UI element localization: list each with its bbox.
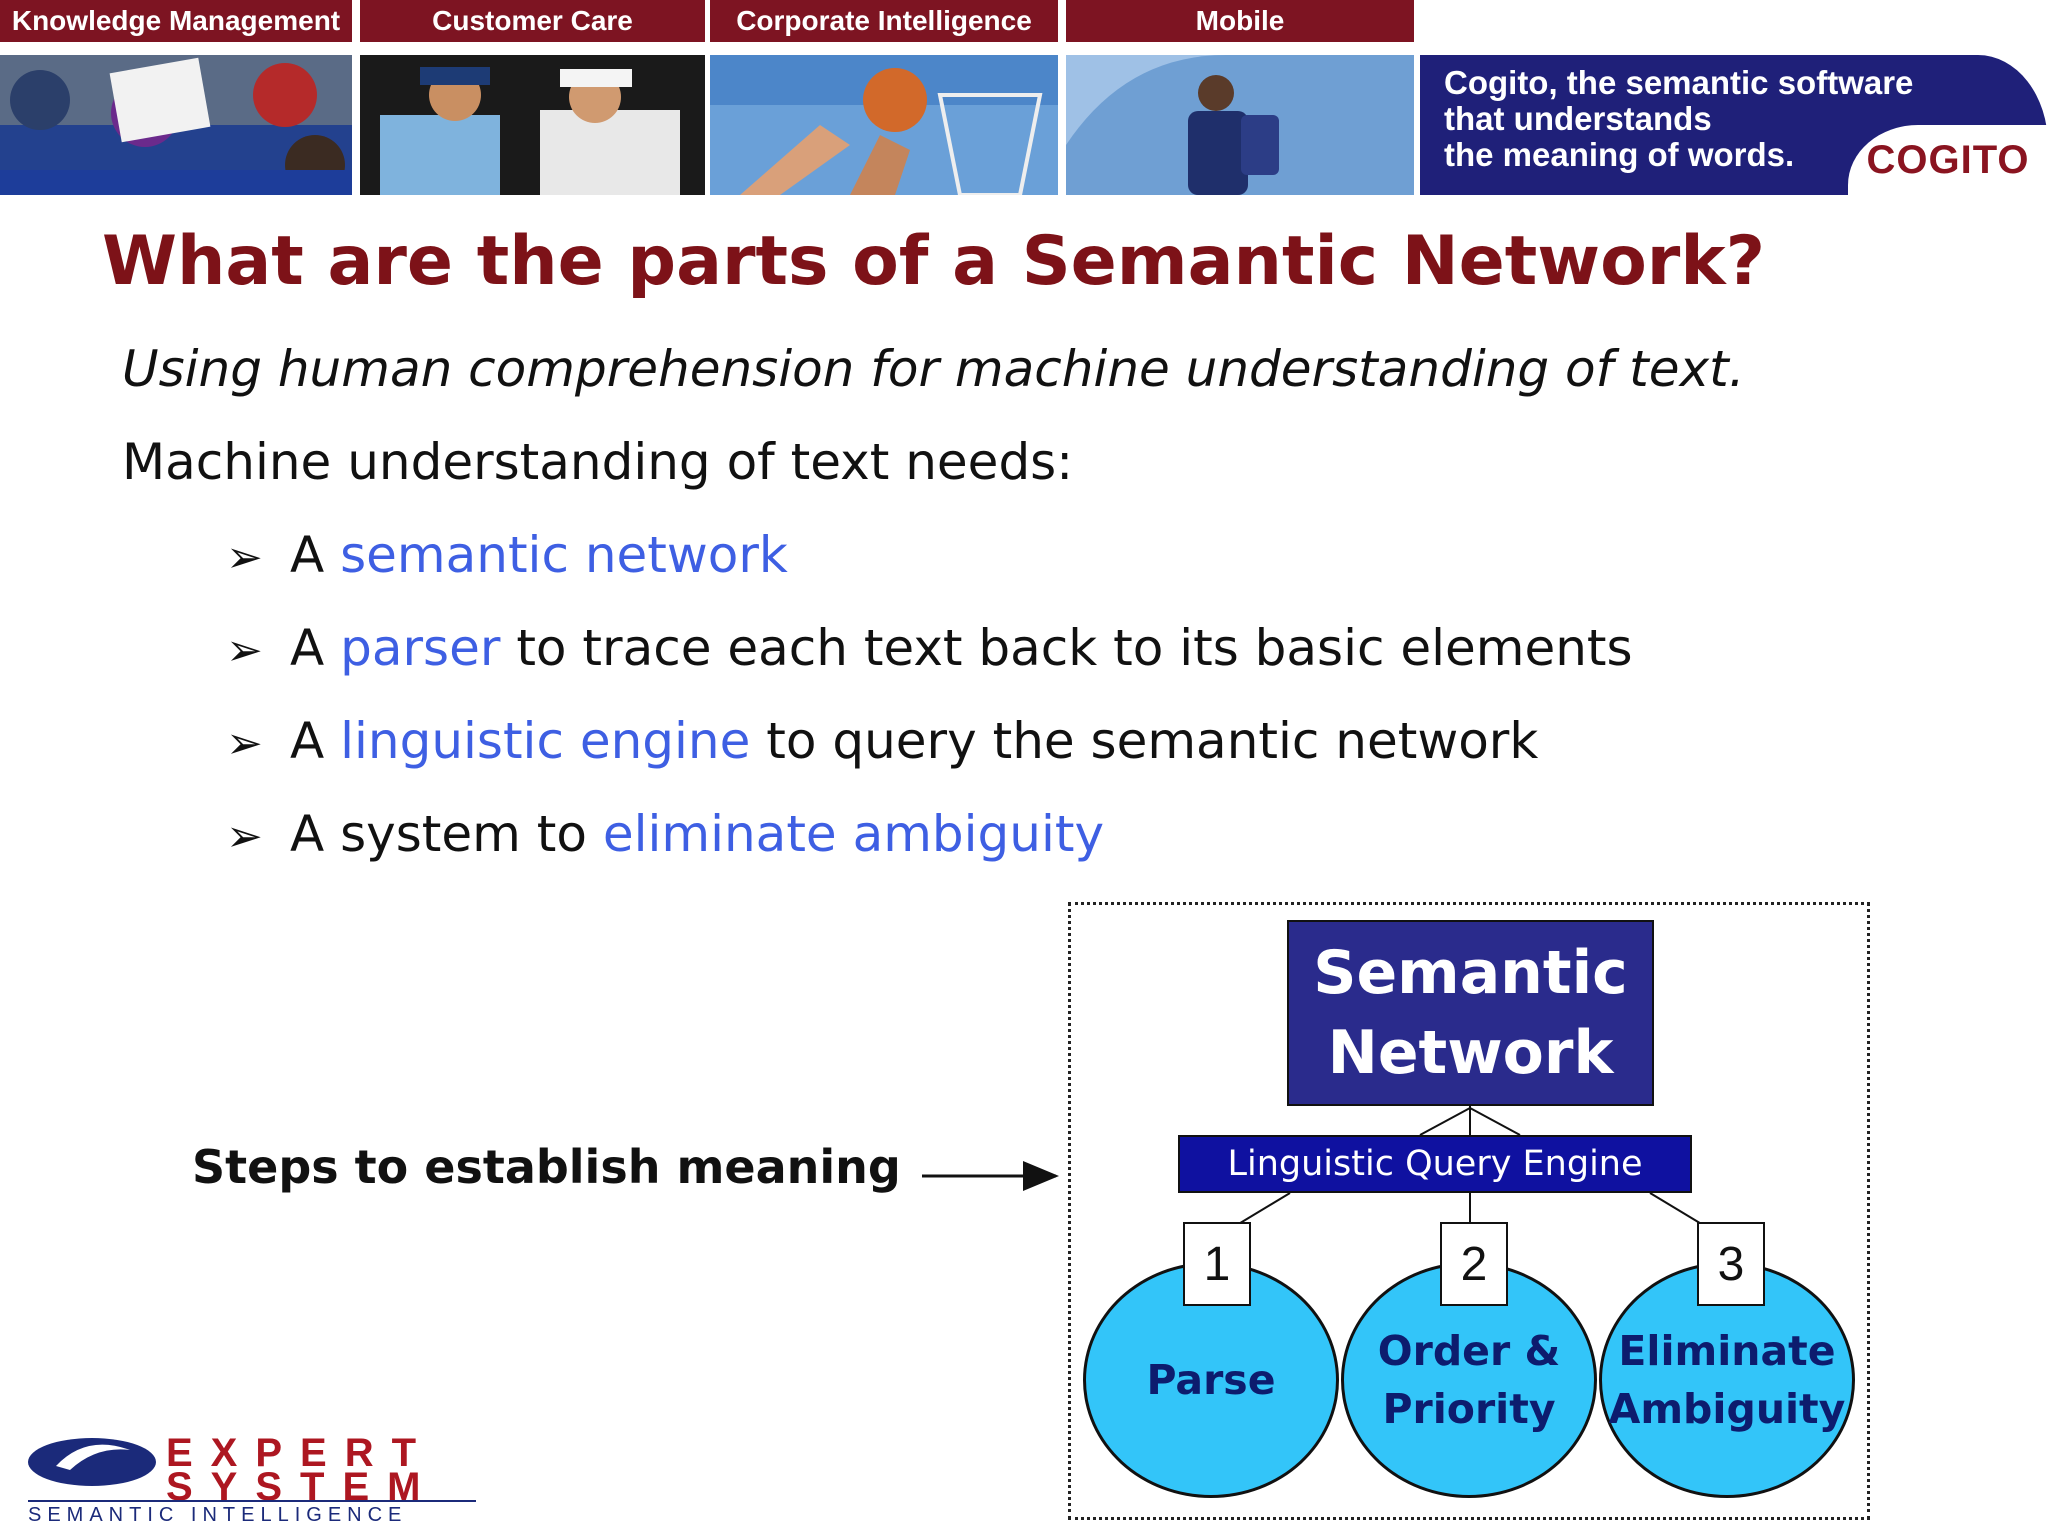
arrow-bullet-icon: ➢	[226, 532, 263, 583]
semantic-network-box: Semantic Network	[1287, 920, 1654, 1106]
slide-title: What are the parts of a Semantic Network…	[102, 222, 1766, 301]
bullet-item: ➢A semantic network	[226, 526, 788, 584]
steps-label: Steps to establish meaning	[192, 1140, 901, 1194]
tab-label: Knowledge Management	[11, 5, 341, 36]
logo-divider	[28, 1500, 476, 1502]
swoosh-icon	[28, 1438, 156, 1486]
expert-system-logo: EXPERT SYSTEM SEMANTIC INTELLIGENCE	[26, 1428, 476, 1528]
diagram-frame	[1068, 902, 1870, 1520]
intro-text: Machine understanding of text needs:	[122, 433, 1074, 491]
tab-corporate-intelligence[interactable]: Corporate Intelligence	[710, 0, 1058, 42]
arrow-bullet-icon: ➢	[226, 811, 263, 862]
bullet-item: ➢A linguistic engine to query the semant…	[226, 712, 1539, 770]
tagline: Cogito, the semantic software that under…	[1444, 64, 1914, 173]
football-photo	[0, 55, 352, 195]
tagline-banner: Cogito, the semantic software that under…	[1420, 55, 2048, 195]
brand-logo-text: COGITO	[1866, 137, 2030, 182]
step-number: 2	[1440, 1222, 1508, 1306]
slide-subtitle: Using human comprehension for machine un…	[122, 340, 1745, 398]
logo-subtitle: SEMANTIC INTELLIGENCE	[28, 1504, 408, 1526]
mobile-user-photo	[1066, 55, 1414, 195]
tab-mobile[interactable]: Mobile	[1066, 0, 1414, 42]
step-number: 3	[1697, 1222, 1765, 1306]
arrow-bullet-icon: ➢	[226, 718, 263, 769]
logo-word-top: EXPERT	[166, 1431, 435, 1475]
bullet-item: ➢A system to eliminate ambiguity	[226, 805, 1105, 863]
tab-label: Mobile	[1195, 5, 1285, 36]
brand-badge: COGITO	[1848, 125, 2048, 195]
arrow-bullet-icon: ➢	[226, 625, 263, 676]
linguistic-query-engine-box: Linguistic Query Engine	[1178, 1135, 1692, 1193]
bullet-item: ➢A parser to trace each text back to its…	[226, 619, 1633, 677]
tab-label: Customer Care	[432, 5, 633, 36]
tab-label: Corporate Intelligence	[736, 5, 1032, 36]
tab-customer-care[interactable]: Customer Care	[360, 0, 705, 42]
tab-knowledge-management[interactable]: Knowledge Management	[0, 0, 352, 42]
step-number: 1	[1183, 1222, 1251, 1306]
basketball-photo	[710, 55, 1058, 195]
fans-photo	[360, 55, 705, 195]
